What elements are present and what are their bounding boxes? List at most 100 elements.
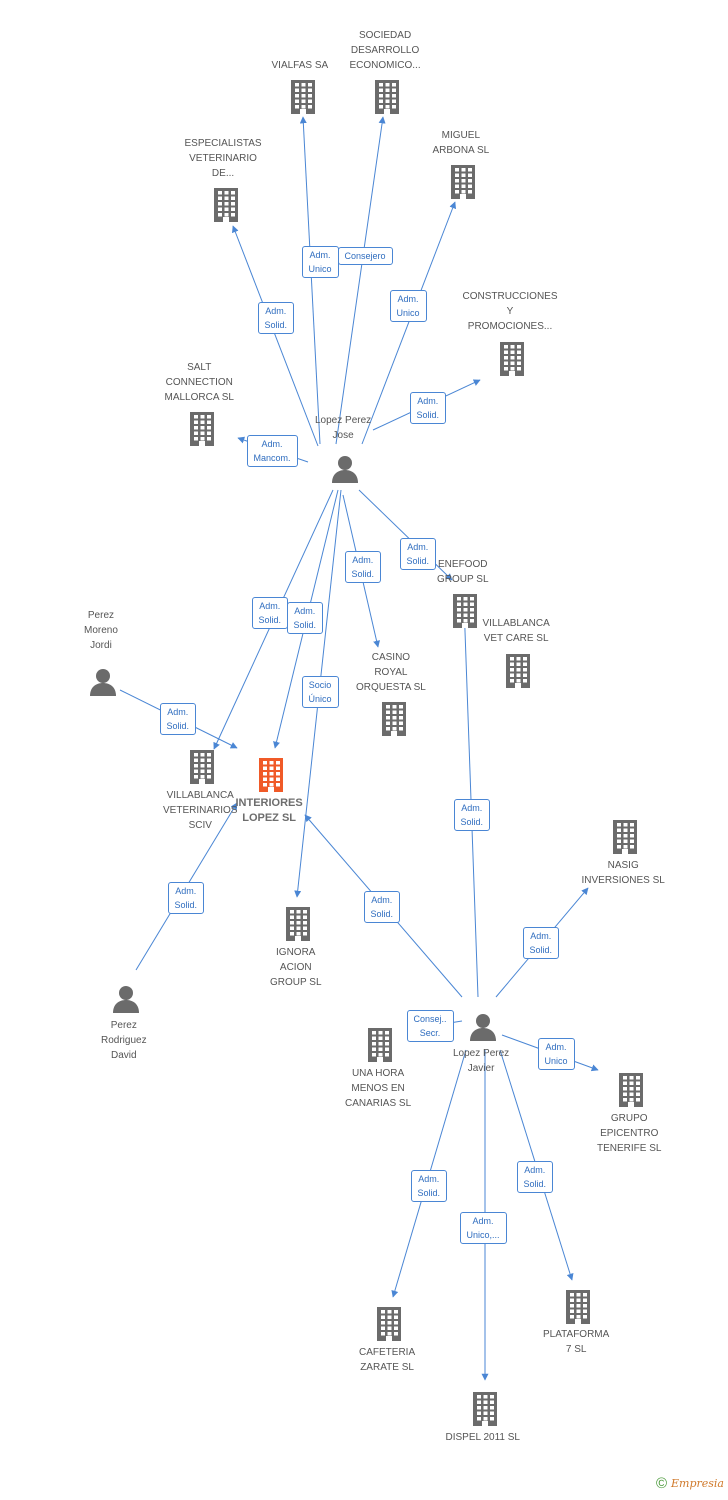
role-badge-line: Solid. [351, 569, 375, 579]
role-badge-javier-dispel[interactable]: Adm.Unico,... [459, 1212, 507, 1244]
copyright-icon: © [655, 1475, 667, 1492]
node-label-line: Rodriguez [101, 1035, 147, 1046]
node-label-vialfas[interactable]: VIALFAS SA [272, 58, 329, 73]
role-badge-line: Adm. [417, 396, 439, 406]
node-label-line: CAFETERIA [359, 1347, 416, 1358]
node-label-line: TENERIFE SL [597, 1143, 662, 1154]
role-badge-javier-enefood[interactable]: Adm.Solid. [453, 799, 491, 831]
node-label-line: ROYAL [374, 667, 408, 678]
role-badge-jose-casino[interactable]: Adm.Solid. [344, 551, 382, 583]
building-icon[interactable] [616, 1073, 646, 1112]
role-badge-david-interiores[interactable]: Adm.Solid. [167, 882, 205, 914]
person-icon[interactable] [89, 668, 117, 701]
building-icon[interactable] [187, 750, 217, 789]
node-label-line: INVERSIONES SL [581, 875, 665, 886]
building-icon[interactable] [365, 1028, 395, 1067]
building-icon[interactable] [379, 702, 409, 741]
role-badge-line: Adm. [265, 306, 287, 316]
role-badge-jose-interiores[interactable]: Adm. Solid. [286, 602, 324, 634]
node-label-line: LOPEZ SL [242, 812, 296, 824]
role-badge-jose-vialfas[interactable]: Adm.Unico [301, 246, 339, 278]
role-badge-line: Solid. [460, 817, 484, 827]
node-label-line: DISPEL 2011 SL [445, 1432, 521, 1443]
role-badge-javier-cafeteria[interactable]: Adm.Solid. [410, 1170, 448, 1202]
brand-name: Empresia [671, 1477, 724, 1490]
role-badge-line: Secr. [419, 1028, 441, 1038]
building-icon[interactable] [610, 820, 640, 859]
role-badge-line: Solid. [523, 1179, 547, 1189]
role-badge-jose-miguel[interactable]: Adm. Unico [389, 290, 427, 322]
person-icon[interactable] [469, 1013, 497, 1046]
node-label-line: ARBONA SL [432, 145, 490, 156]
role-badge-jose-construcciones[interactable]: Adm.Solid. [409, 392, 447, 424]
role-badge-javier-epicentro[interactable]: Adm.Unico [537, 1038, 575, 1070]
node-label-dispel[interactable]: DISPEL 2011 SL [446, 1430, 521, 1445]
building-icon[interactable] [374, 1307, 404, 1346]
building-icon[interactable] [563, 1290, 593, 1329]
role-badge-line: Adm. [545, 1042, 567, 1052]
building-icon[interactable] [288, 80, 318, 119]
footer-brand[interactable]: © Empresia [656, 1475, 724, 1492]
building-icon[interactable] [450, 594, 480, 633]
building-icon[interactable] [372, 80, 402, 119]
building-icon[interactable] [211, 188, 241, 227]
role-badge-line: Adm. [175, 886, 197, 896]
role-badge-line: Unico [308, 264, 332, 274]
node-label-line: MIGUEL [441, 130, 481, 141]
role-badge-line: Solid. [293, 620, 317, 630]
building-icon[interactable] [503, 654, 533, 693]
person-icon[interactable] [331, 455, 359, 488]
building-icon[interactable] [187, 412, 217, 451]
node-label-miguel[interactable]: MIGUEL ARBONA SL [433, 128, 490, 158]
role-badge-jose-especialistas[interactable]: Adm.Solid. [257, 302, 295, 334]
edge-jose-vialfas [299, 116, 321, 445]
edge-jose-sociedad [335, 116, 386, 445]
role-badge-javier-nasig[interactable]: Adm.Solid. [522, 927, 560, 959]
role-badge-javier-interiores[interactable]: Adm.Solid. [363, 891, 401, 923]
node-label-line: PROMOCIONES... [467, 321, 553, 332]
role-badge-line: Adm. [294, 606, 316, 616]
role-badge-jose-villavet[interactable]: Adm.Solid. [251, 597, 289, 629]
building-icon[interactable] [256, 758, 286, 797]
role-badge-line: Adm. [167, 707, 189, 717]
node-label-line: SOCIEDAD [358, 30, 412, 41]
role-badge-jose-enefood[interactable]: Adm.Solid. [399, 538, 437, 570]
node-label-line: VET CARE SL [483, 633, 549, 644]
role-badge-line: Unico [396, 308, 420, 318]
role-badge-line: Solid. [529, 945, 553, 955]
node-label-line: SALT [187, 362, 212, 373]
role-badge-line: Adm. [371, 895, 393, 905]
role-badge-jordi-interiores[interactable]: Adm.Solid. [159, 703, 197, 735]
building-icon[interactable] [497, 342, 527, 381]
role-badge-javier-plataforma[interactable]: Adm.Solid. [516, 1161, 554, 1193]
role-badge-javier-unahora[interactable]: Consej..Secr. [406, 1010, 454, 1042]
person-icon[interactable] [112, 985, 140, 1018]
role-badge-jose-salt[interactable]: Adm.Mancom. [246, 435, 298, 467]
role-badge-line: Socio [308, 680, 332, 690]
building-icon[interactable] [283, 907, 313, 946]
building-icon[interactable] [470, 1392, 500, 1431]
role-badge-line: Adm. [397, 294, 419, 304]
building-icon[interactable] [448, 165, 478, 204]
role-badge-jose-sociedad[interactable]: Consejero [337, 247, 393, 265]
